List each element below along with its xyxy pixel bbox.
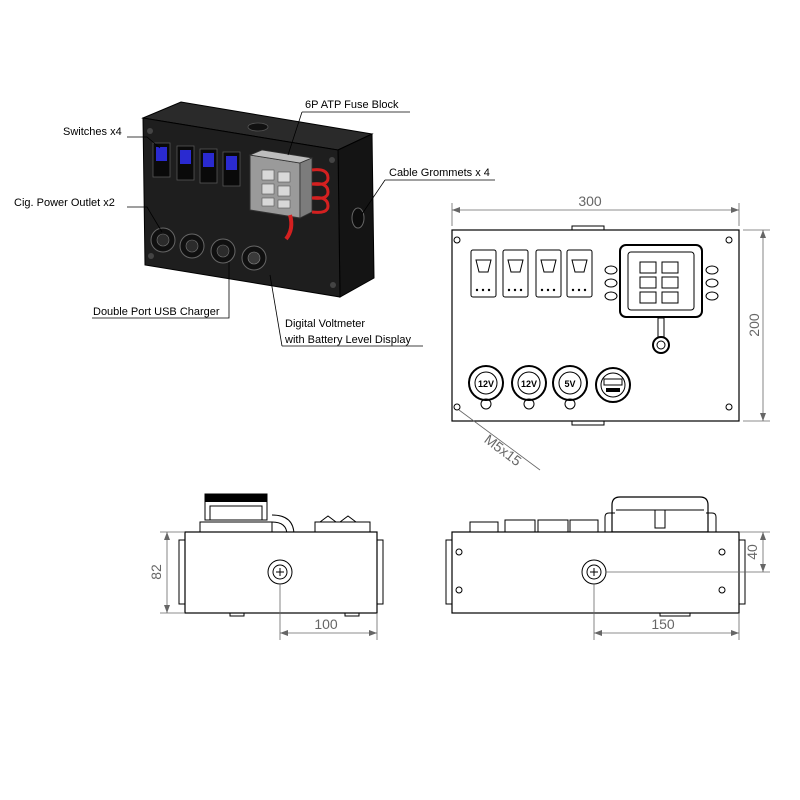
dim-rear-height: 40 [744,544,760,560]
rocker-switch-icon [199,148,218,184]
side-view: 82 100 [148,493,384,640]
rear-view: 40 150 [445,496,770,640]
outlet-label-3: 5V [564,379,575,389]
callout-cig-outlet: Cig. Power Outlet x2 [14,197,115,209]
switches-3d [152,142,241,187]
callout-cable-grommets: Cable Grommets x 4 [389,167,490,179]
callout-usb-charger: Double Port USB Charger [93,306,220,318]
dim-mount: M5x15 [481,431,524,469]
dim-side-offset: 100 [314,616,338,632]
socket-icon [179,233,205,259]
outlet-label-2: 12V [521,379,537,389]
dim-depth: 82 [148,564,164,580]
callout-switches: Switches x4 [63,126,122,138]
outlet-label-1: 12V [478,379,494,389]
socket-icon [150,227,176,253]
socket-icon: 5V [552,365,588,410]
socket-icon: 12V [511,365,547,410]
rocker-switch-icon [470,249,497,298]
socket-icon: 12V [468,365,504,410]
rocker-switch-icon [535,249,562,298]
isometric-view [92,101,495,347]
socket-icon [210,238,236,264]
rocker-switch-icon [566,249,593,298]
front-view: 12V 12V 5V 300 [451,193,770,471]
dim-width: 300 [578,193,602,209]
fuse-block-icon [604,244,719,354]
voltmeter-icon [595,367,631,403]
rocker-switch-icon [176,145,195,181]
rocker-switch-icon [152,142,171,178]
dim-height: 200 [746,313,762,337]
rocker-switch-icon [502,249,529,298]
callout-voltmeter-line1: Digital Voltmeter [285,318,365,330]
rocker-switch-icon [222,151,241,187]
callout-voltmeter-line2: with Battery Level Display [284,334,411,346]
dim-rear-offset: 150 [651,616,675,632]
voltmeter-icon [241,245,267,271]
fuse-block-icon [248,149,330,241]
callout-fuse-block: 6P ATP Fuse Block [305,99,399,111]
